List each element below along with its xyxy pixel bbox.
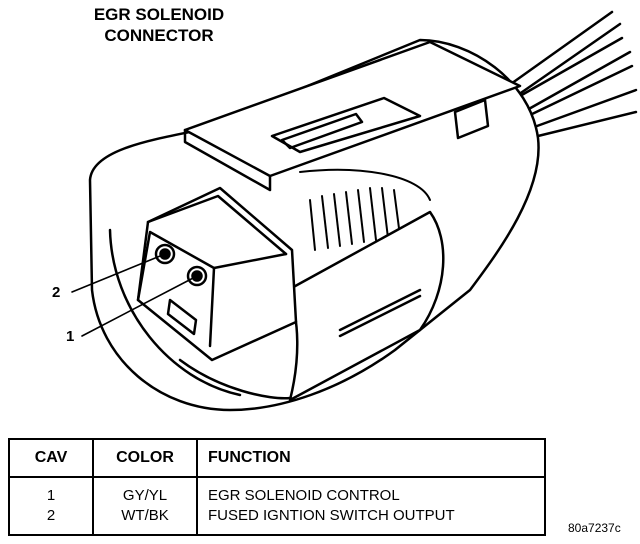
- color-value-1: GY/YL: [122, 487, 168, 504]
- diagram-title: EGR SOLENOID CONNECTOR: [74, 4, 244, 46]
- callout-pin-1: 1: [66, 328, 75, 345]
- callout-pin-2: 2: [52, 284, 61, 301]
- leader-line-2: [71, 253, 166, 293]
- color-value-2: WT/BK: [121, 507, 169, 524]
- pinout-header-row: CAV COLOR FUNCTION: [8, 439, 546, 478]
- title-line-2: CONNECTOR: [104, 26, 214, 45]
- connector-ribs: [299, 168, 431, 251]
- wire-bundle: [506, 10, 638, 138]
- table-row: 1 2 GY/YL WT/BK EGR SOLENOID CONTROL FUS…: [8, 477, 546, 535]
- header-color: COLOR: [92, 439, 198, 478]
- function-cell: EGR SOLENOID CONTROL FUSED IGNTION SWITC…: [196, 477, 546, 535]
- connector-illustration: [71, 10, 638, 412]
- leader-line-1: [81, 275, 198, 337]
- header-cav: CAV: [8, 439, 94, 478]
- cav-value-2: 2: [46, 507, 56, 524]
- figure-code: 80a7237c: [568, 521, 621, 535]
- pinout-table: CAV COLOR FUNCTION 1 2 GY/YL WT/BK EGR S…: [8, 438, 546, 536]
- cav-cell: 1 2: [8, 477, 94, 535]
- locking-sleeve: [286, 210, 445, 402]
- color-cell: GY/YL WT/BK: [92, 477, 198, 535]
- cav-value-1: 1: [46, 487, 56, 504]
- function-value-1: EGR SOLENOID CONTROL: [208, 487, 400, 504]
- function-value-2: FUSED IGNTION SWITCH OUTPUT: [208, 507, 455, 524]
- header-function: FUNCTION: [196, 439, 546, 478]
- title-line-1: EGR SOLENOID: [93, 5, 225, 24]
